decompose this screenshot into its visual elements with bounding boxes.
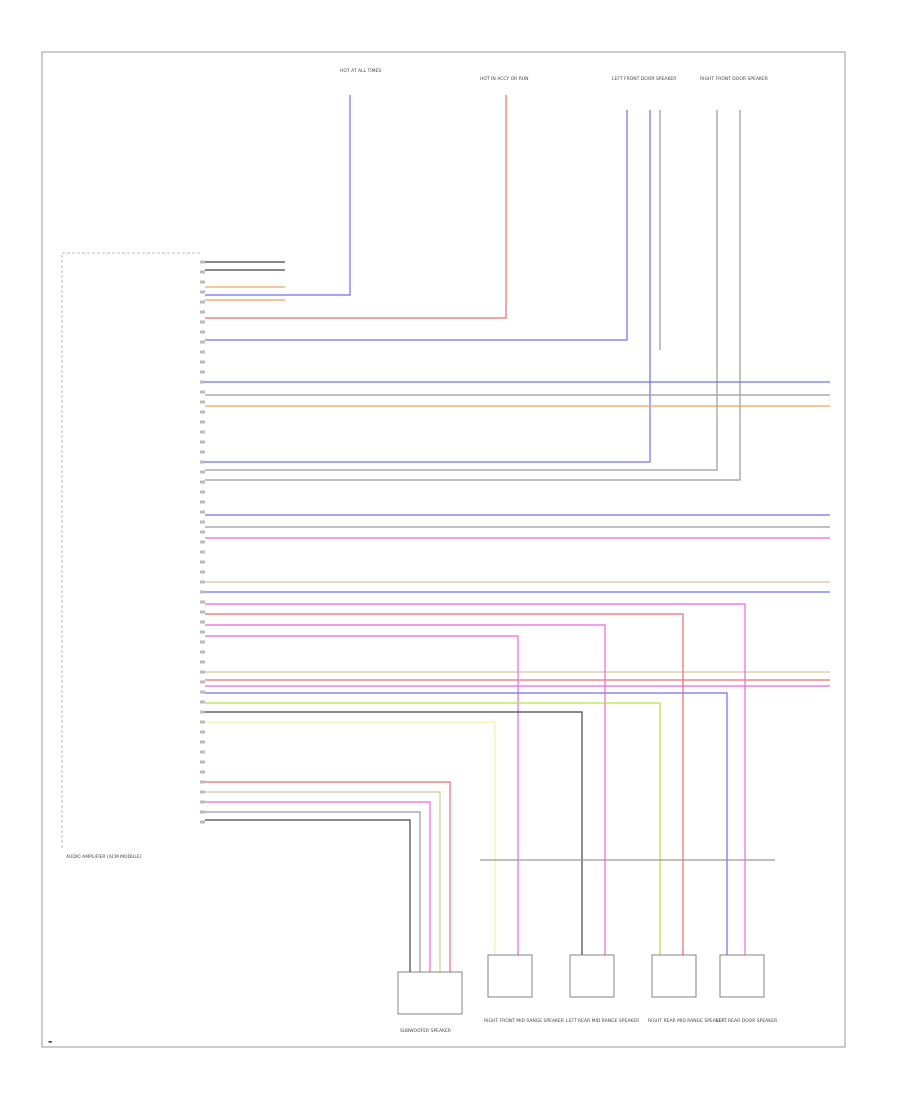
amplifier-pin [200, 430, 205, 434]
amplifier-pin [200, 410, 205, 414]
amplifier-pin [200, 790, 205, 794]
amplifier-pin [200, 760, 205, 764]
amplifier-pin [200, 310, 205, 314]
label-audio-amplifier: AUDIO AMPLIFIER (ACM MODULE) [66, 854, 142, 860]
label-right-front-mid: RIGHT FRONT MID RANGE SPEAKER [484, 1018, 564, 1024]
wire-sub-2 [205, 791, 441, 972]
amplifier-pin [200, 820, 205, 824]
amplifier-pin [200, 770, 205, 774]
amplifier-pin [200, 530, 205, 534]
amplifier-pin [200, 450, 205, 454]
amplifier-pin [200, 550, 205, 554]
wire-lf-speaker-b [205, 110, 651, 463]
amplifier-pin [200, 370, 205, 374]
wire-drop-2 [205, 613, 684, 955]
wire-rf-speaker-b [205, 110, 741, 481]
amplifier-pin [200, 360, 205, 364]
amplifier-pin [200, 290, 205, 294]
amplifier-pin [200, 610, 205, 614]
amplifier-pin [200, 420, 205, 424]
amplifier-pin [200, 490, 205, 494]
amplifier-pin [200, 750, 205, 754]
amplifier-pin [200, 600, 205, 604]
speaker-right-front-mid [487, 954, 533, 998]
amplifier-pin [200, 270, 205, 274]
wire-sub-5 [205, 819, 411, 972]
wire-hot-at-all-times [205, 95, 351, 296]
amplifier-pin [200, 330, 205, 334]
amplifier-pin [200, 660, 205, 664]
speaker-subwoofer [397, 971, 463, 1015]
amplifier-pin [200, 570, 205, 574]
amplifier-pin [200, 540, 205, 544]
amplifier-pin [200, 320, 205, 324]
amplifier-pin [200, 810, 205, 814]
amplifier-pin [200, 260, 205, 264]
wire-sub-1 [205, 781, 451, 972]
amplifier-pin [200, 460, 205, 464]
amplifier-box [61, 252, 200, 850]
amplifier-pin [200, 620, 205, 624]
wire-sub-4 [205, 811, 421, 972]
wire-drop-3 [205, 624, 606, 955]
amplifier-pin [200, 510, 205, 514]
label-hot-at-all-times: HOT AT ALL TIMES [340, 68, 381, 74]
label-right-rear-mid: RIGHT REAR MID RANGE SPEAKER [648, 1018, 725, 1024]
wire-rf-speaker-a [205, 110, 718, 471]
amplifier-pin [200, 400, 205, 404]
label-left-rear-door: LEFT REAR DOOR SPEAKER [716, 1018, 777, 1024]
amplifier-pin [200, 280, 205, 284]
amplifier-pin [200, 630, 205, 634]
wire-drop-1 [205, 603, 746, 955]
label-subwoofer: SUBWOOFER SPEAKER [400, 1028, 451, 1034]
amplifier-pin [200, 480, 205, 484]
amplifier-pin [200, 590, 205, 594]
amplifier-pin [200, 650, 205, 654]
amplifier-pin [200, 580, 205, 584]
diagram-frame [41, 51, 846, 1048]
amplifier-pin [200, 440, 205, 444]
amplifier-pin [200, 720, 205, 724]
wire-sub-3 [205, 801, 431, 972]
label-left-front-speaker: LEFT FRONT DOOR SPEAKER [612, 76, 676, 82]
amplifier-pin [200, 380, 205, 384]
label-hot-in-accy-run: HOT IN ACCY OR RUN [480, 76, 529, 82]
speaker-left-rear-mid [569, 954, 615, 998]
wire-hot-accy-run [205, 95, 507, 319]
amplifier-pin [200, 520, 205, 524]
amplifier-pin [200, 740, 205, 744]
wire-drop-8 [205, 721, 496, 955]
amplifier-pin [200, 500, 205, 504]
amplifier-pin [200, 640, 205, 644]
wire-drop-7 [205, 711, 583, 955]
amplifier-pin [200, 780, 205, 784]
amplifier-pin [200, 680, 205, 684]
label-right-front-speaker: RIGHT FRONT DOOR SPEAKER [700, 76, 768, 82]
amplifier-pin [200, 390, 205, 394]
amplifier-pin [200, 690, 205, 694]
speaker-right-rear-mid [651, 954, 697, 998]
amplifier-pin [200, 300, 205, 304]
amplifier-pin [200, 800, 205, 804]
wire-drop-6 [205, 702, 661, 955]
speaker-left-rear-door [719, 954, 765, 998]
amplifier-pin [200, 670, 205, 674]
wire-drop-4 [205, 635, 519, 955]
wire-lf-speaker-a [205, 110, 628, 341]
amplifier-pin [200, 340, 205, 344]
corner-mark: ▬ [48, 1040, 52, 1045]
amplifier-pin [200, 350, 205, 354]
label-left-rear-mid: LEFT REAR MID RANGE SPEAKER [566, 1018, 639, 1024]
wire-drop-5 [205, 692, 728, 955]
amplifier-pin [200, 700, 205, 704]
amplifier-pin [200, 560, 205, 564]
amplifier-pin [200, 730, 205, 734]
amplifier-pin [200, 470, 205, 474]
amplifier-pin [200, 710, 205, 714]
